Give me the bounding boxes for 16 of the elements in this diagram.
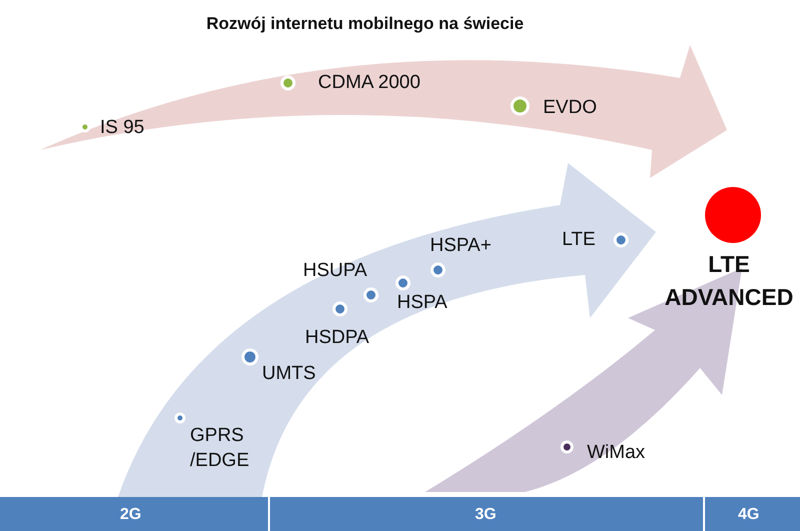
- generation-label: 3G: [475, 505, 496, 525]
- technology-label: WiMax: [587, 441, 646, 465]
- technology-label: UMTS: [262, 362, 316, 386]
- technology-label: GPRS /EDGE: [190, 424, 250, 473]
- technology-label: IS 95: [100, 116, 144, 140]
- technology-label: LTE ADVANCED: [664, 250, 794, 312]
- technology-label: HSPA: [397, 291, 448, 315]
- title: Rozwój internetu mobilnego na świecie: [205, 14, 525, 34]
- technology-label: CDMA 2000: [318, 71, 420, 95]
- generation-label: 2G: [120, 505, 142, 525]
- technology-label: EVDO: [543, 96, 597, 120]
- technology-label: LTE: [562, 228, 596, 252]
- generation-label: 4G: [738, 505, 760, 525]
- technology-label: HSDPA: [305, 326, 370, 350]
- technology-label: HSPA+: [430, 234, 492, 258]
- technology-label: HSUPA: [303, 259, 368, 283]
